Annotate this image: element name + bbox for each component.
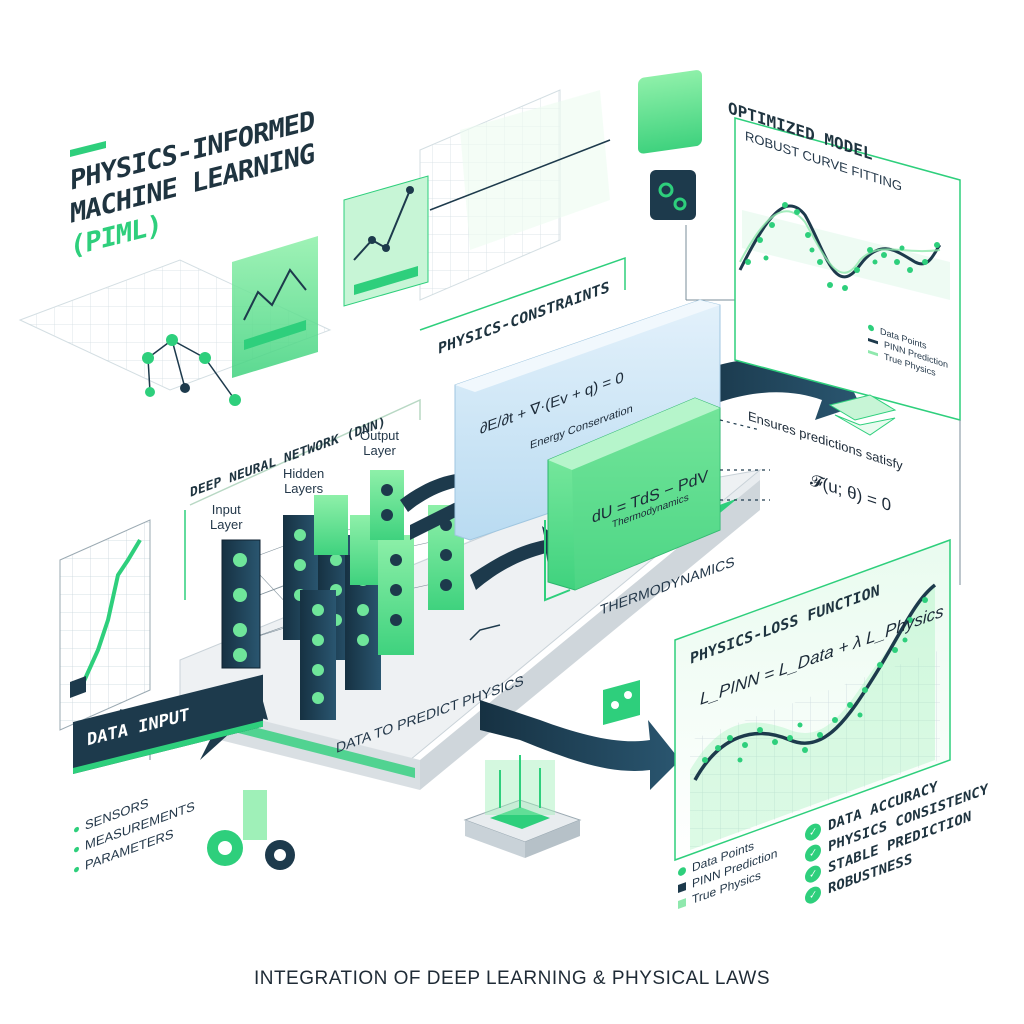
pinn-swatch (868, 337, 878, 344)
loss-panel (603, 538, 951, 862)
input-layer-label: Input Layer (210, 502, 243, 532)
check-icon: ✓ (805, 821, 821, 843)
data-points-swatch (868, 324, 874, 332)
left-chart-panel (59, 519, 151, 760)
optimized-model-panel (734, 117, 961, 436)
constraint-boxes (454, 299, 721, 591)
output-layer-word-1: Output (360, 428, 400, 443)
chip-and-gears (207, 755, 582, 870)
check-icon: ✓ (805, 863, 821, 885)
network-nodes (142, 334, 241, 406)
dnn-layers (221, 470, 464, 720)
constraint-panel-frame (184, 256, 626, 600)
bullet-icon (74, 866, 79, 874)
footer-caption: INTEGRATION OF DEEP LEARNING & PHYSICAL … (253, 968, 771, 989)
bullet-icon (74, 826, 79, 834)
icon-cards (638, 70, 860, 301)
input-layer-word-2: Layer (210, 517, 243, 532)
true-physics-swatch (868, 349, 878, 356)
bullet-icon (74, 846, 79, 854)
loss-pinn-swatch (678, 882, 686, 893)
hidden-layers-word-1: Hidden (283, 466, 325, 481)
hidden-layers-word-2: Layers (284, 481, 324, 496)
check-icon: ✓ (805, 842, 821, 864)
input-layer-word-1: Input (211, 502, 241, 517)
ensures-connectors (719, 419, 961, 585)
hidden-layers-label: Hidden Layers (283, 466, 324, 496)
output-layer-word-2: Layer (363, 443, 396, 458)
output-layer-label: Output Layer (360, 428, 399, 458)
loss-true-swatch (678, 898, 686, 909)
loss-data-swatch (678, 866, 686, 877)
floating-chart-cards (232, 139, 611, 378)
check-icon: ✓ (805, 884, 821, 906)
